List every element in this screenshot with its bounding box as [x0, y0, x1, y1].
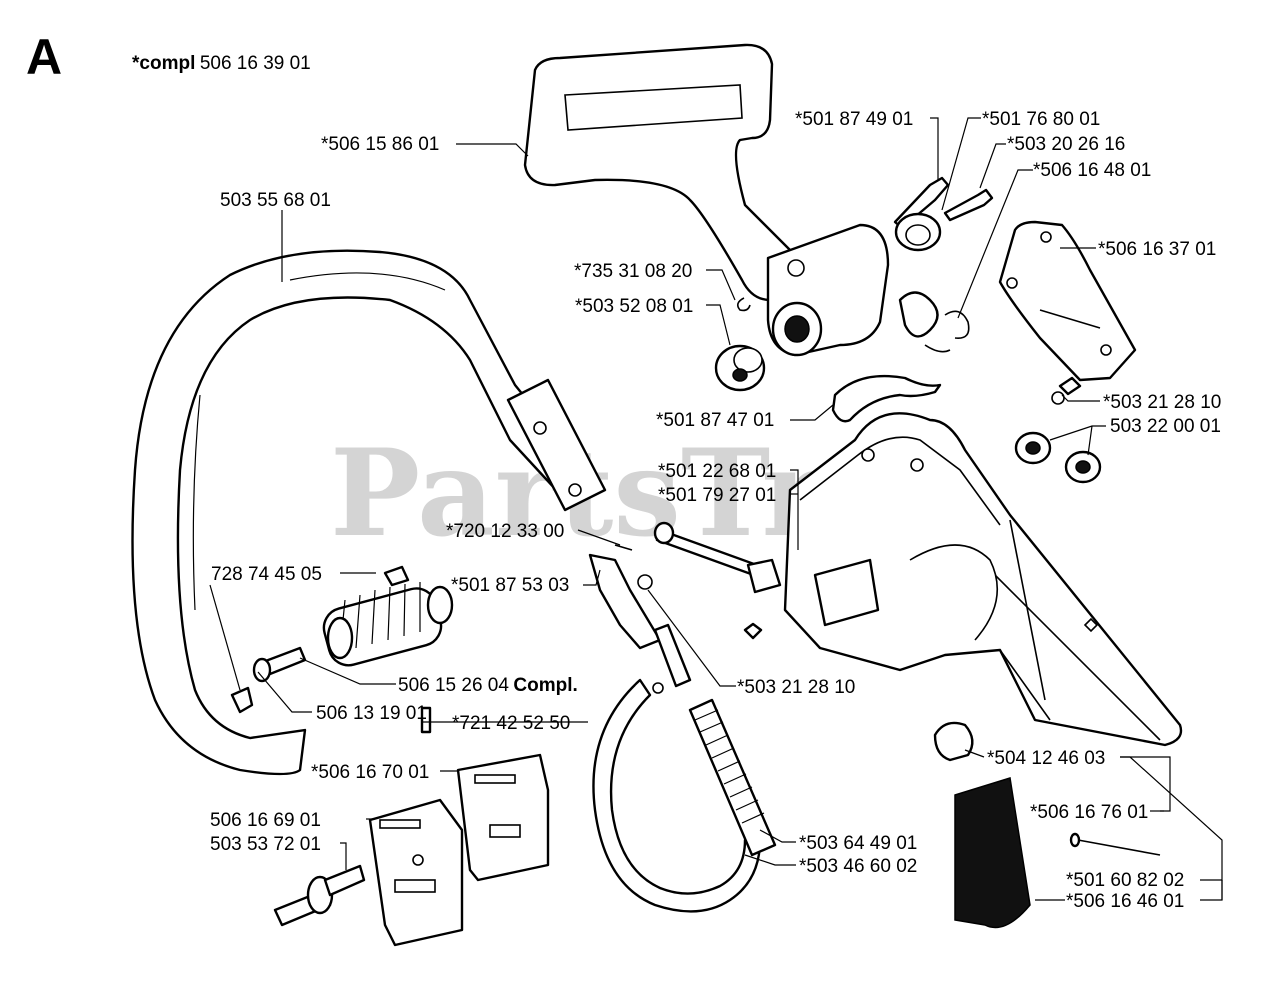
- coil-spring-drawing: [688, 698, 777, 857]
- callout-screw-link: *503 21 28 10: [737, 677, 855, 698]
- nuts-drawing: [1014, 431, 1102, 484]
- misc-drawing: [933, 721, 1161, 929]
- callout-bushing-top: *501 76 80 01: [982, 109, 1100, 130]
- callout-av-element: 506 15 26 04 Compl.: [398, 675, 578, 696]
- callout-cap: *504 12 46 03: [987, 748, 1105, 769]
- callout-coil-spring: *503 64 49 01: [799, 833, 917, 854]
- callout-pivot-bushing: *503 52 08 01: [575, 296, 693, 317]
- section-letter: A: [26, 29, 62, 85]
- callout-handle: *506 15 86 01: [321, 134, 439, 155]
- callout-rivet: *501 60 82 02: [1066, 870, 1184, 891]
- callout-lever-spring: *501 87 47 01: [656, 410, 774, 431]
- assembly-prefix: *compl: [132, 53, 195, 74]
- callout-pin-band: *721 42 52 50: [452, 713, 570, 734]
- callout-washer-clip: *735 31 08 20: [574, 261, 692, 282]
- callout-av-screw: 506 13 19 01: [316, 703, 427, 724]
- clutch-cover-drawing: [783, 412, 1183, 747]
- top-hardware-drawing: [714, 176, 994, 392]
- callout-plate-rear: *506 16 70 01: [311, 762, 429, 783]
- callout-screw-top: *501 87 49 01: [795, 109, 913, 130]
- callout-rubber-plug: 728 74 45 05: [211, 564, 322, 585]
- front-handle-drawing: [131, 249, 607, 776]
- callout-tensioner-screw: *501 79 27 01: [658, 485, 776, 506]
- callout-nuts: 503 22 00 01: [1110, 416, 1221, 437]
- callout-labels: *506 15 86 01 503 55 68 01 *501 87 49 01…: [210, 109, 1221, 912]
- stud-drawing: [273, 864, 366, 927]
- callout-plate-front: 506 16 69 01: [210, 810, 321, 831]
- tensioner-drawing: [588, 521, 782, 688]
- callout-link-arm: *501 87 53 03: [451, 575, 569, 596]
- callout-screw-small: *503 20 26 16: [1007, 134, 1125, 155]
- chain-brake-handle-drawing: [523, 43, 890, 357]
- leader-lines: [209, 117, 1223, 901]
- callout-screw-plate: *503 21 28 10: [1103, 392, 1221, 413]
- callout-tensioner-nut: *501 22 68 01: [658, 461, 776, 482]
- lever-spring-drawing: [831, 374, 942, 423]
- callout-strip: *506 16 46 01: [1066, 891, 1184, 912]
- callout-spring: *506 16 48 01: [1033, 160, 1151, 181]
- callout-cover: *506 16 76 01: [1030, 802, 1148, 823]
- guard-plate-drawing: [998, 220, 1137, 405]
- assembly-part-number: 506 16 39 01: [200, 53, 311, 74]
- assembly-number: *compl 506 16 39 01: [132, 53, 311, 74]
- callout-guard-plate: *506 16 37 01: [1098, 239, 1216, 260]
- plates-drawing: [368, 706, 550, 947]
- callout-stud: 503 53 72 01: [210, 834, 321, 855]
- callout-front-handle: 503 55 68 01: [220, 190, 331, 211]
- callout-pin: *720 12 33 00: [446, 521, 564, 542]
- callout-brake-band: *503 46 60 02: [799, 856, 917, 877]
